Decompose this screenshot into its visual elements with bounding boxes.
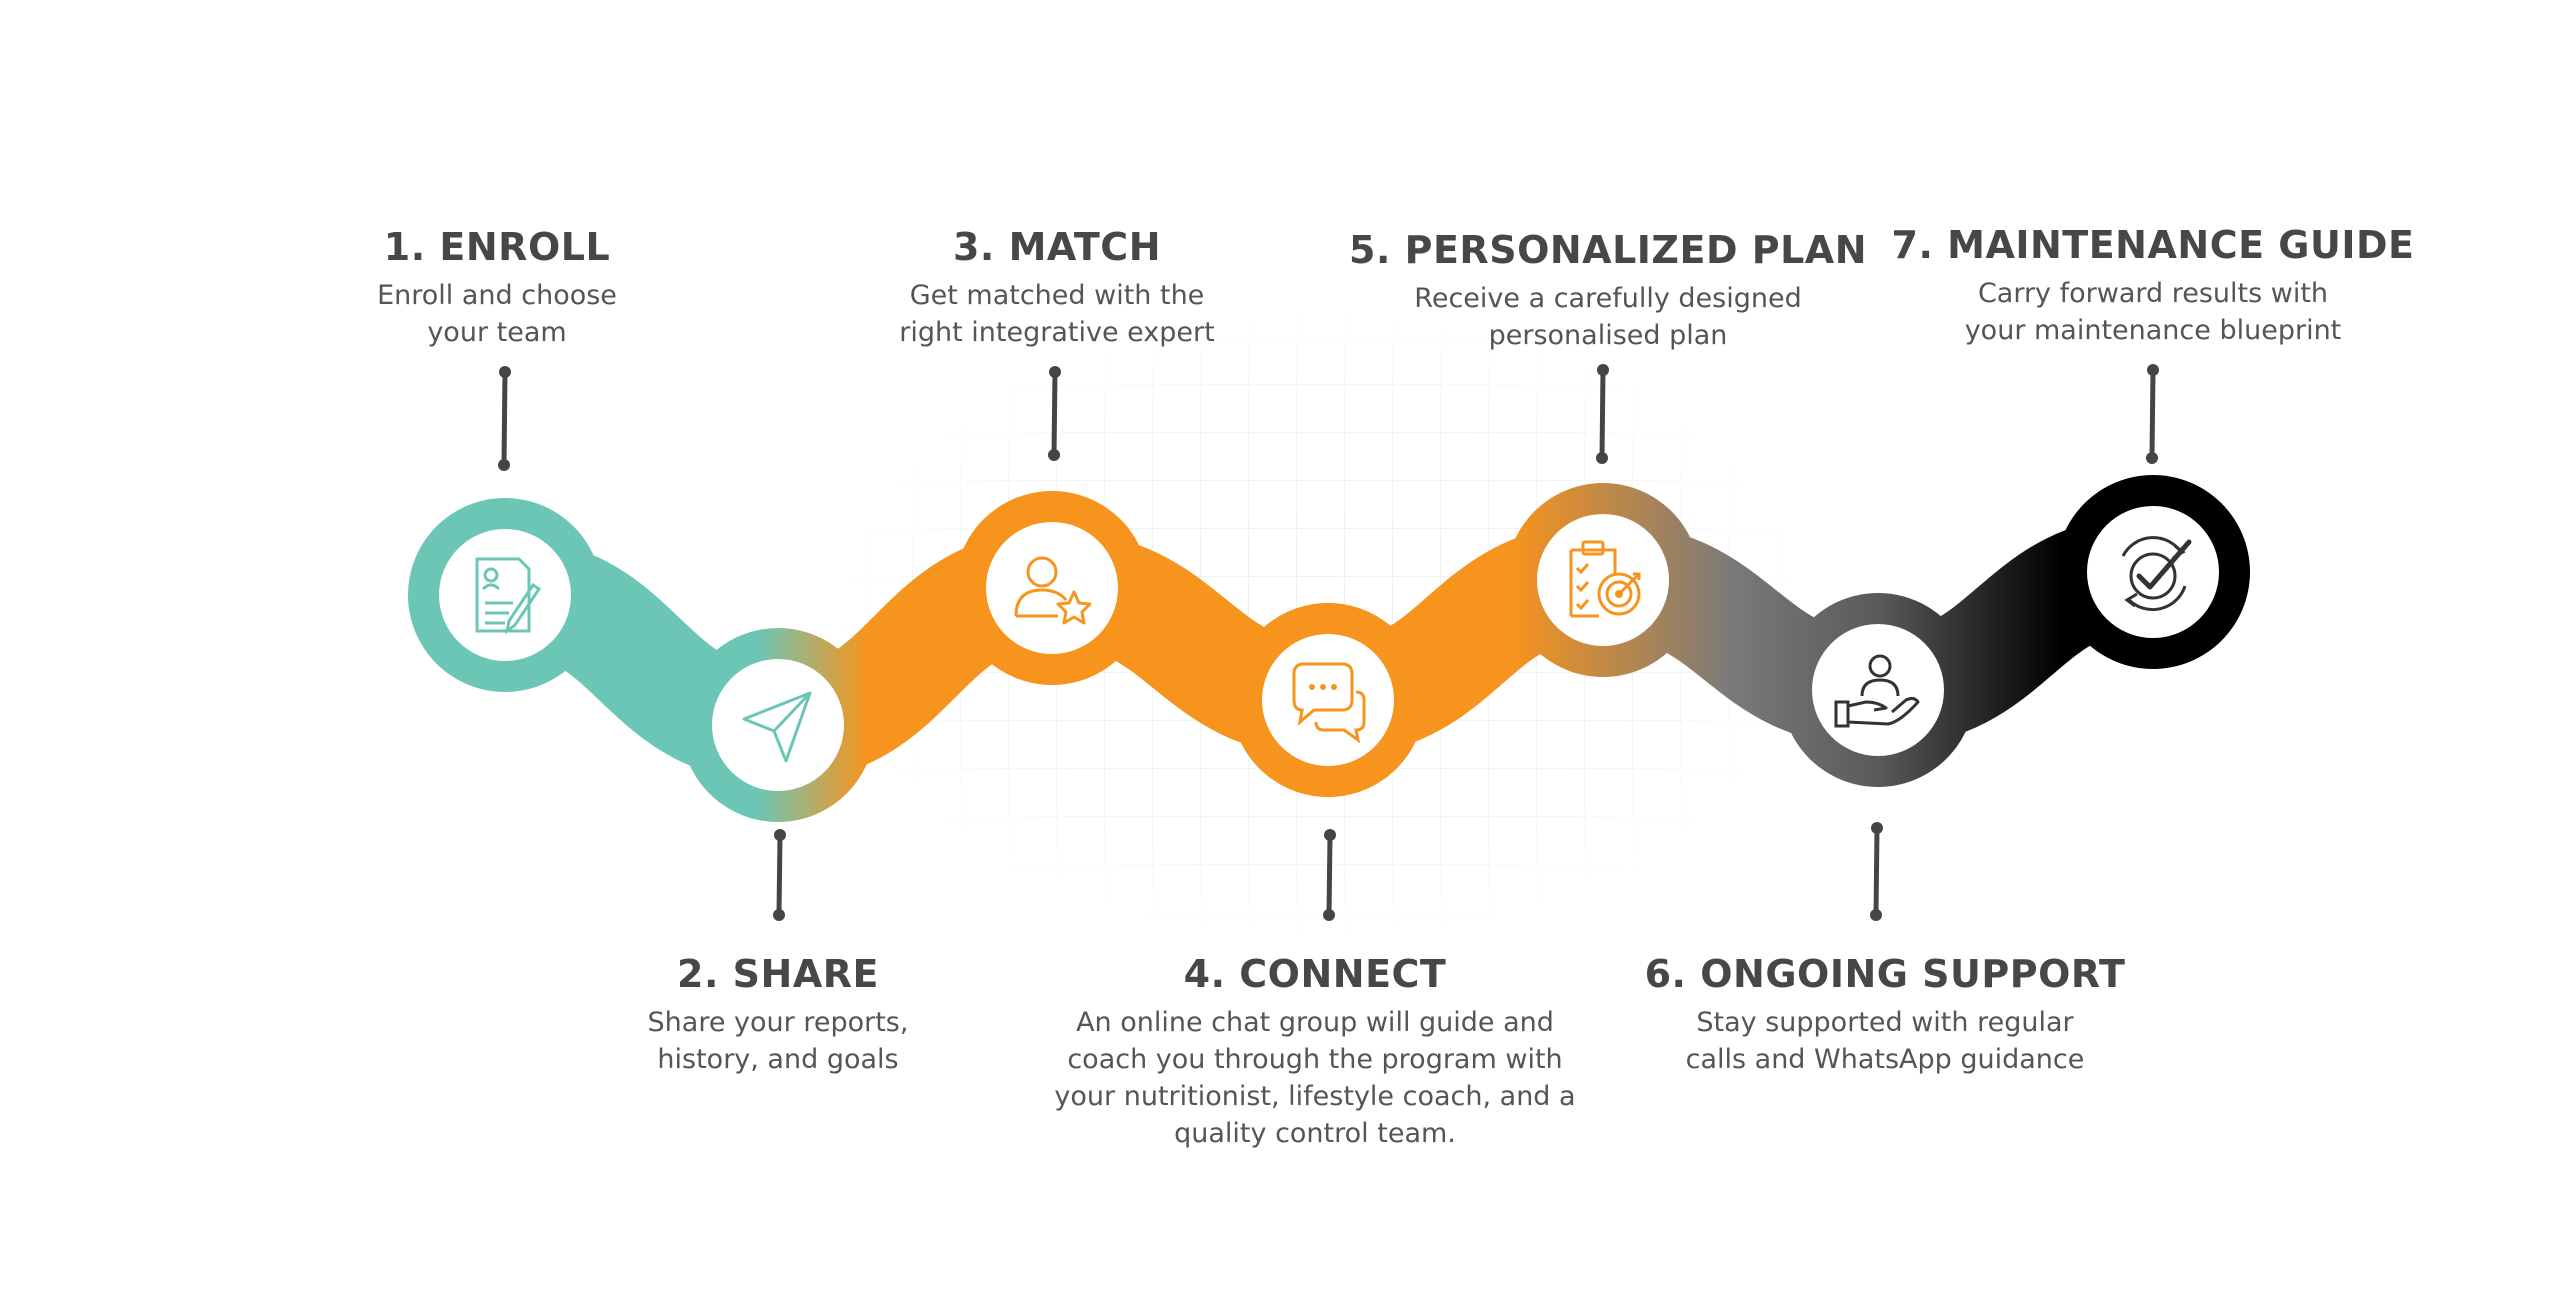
step-4-text: 4. CONNECT An online chat group will guid… (915, 952, 1715, 1152)
step-title-text: CONNECT (1239, 952, 1447, 996)
description-line: history, and goals (657, 1044, 899, 1075)
step-number: 2. (677, 952, 719, 996)
description-line: your team (427, 317, 567, 348)
description-line: your maintenance blueprint (1964, 315, 2342, 346)
description-line: Carry forward results with (1977, 278, 2329, 309)
node-circle (2087, 506, 2219, 638)
step-description: An online chat group will guide and coach… (915, 1004, 1715, 1152)
step-number: 4. (1183, 952, 1226, 996)
hand-person-icon (1834, 654, 1920, 728)
description-line: calls and WhatsApp guidance (1685, 1044, 2085, 1075)
connector-4 (1323, 829, 1336, 921)
description-line: Enroll and choose (377, 280, 617, 311)
description-line: Get matched with the (909, 280, 1205, 311)
connector-2 (773, 829, 786, 921)
step-description: Get matched with the right integrative ex… (657, 277, 1457, 351)
step-node-1 (439, 529, 571, 661)
description-line: Stay supported with regular (1696, 1007, 2074, 1038)
step-title: 2. SHARE (378, 952, 1178, 996)
step-3-text: 3. MATCH Get matched with the right integr… (657, 225, 1457, 351)
step-description: Stay supported with regular calls and Wha… (1485, 1004, 2285, 1078)
step-title: 6. ONGOING SUPPORT (1485, 952, 2285, 996)
form-pencil-icon (475, 557, 542, 635)
connector-6 (1870, 822, 1883, 921)
step-2-text: 2. SHARE Share your reports, history, and … (378, 952, 1178, 1078)
step-number: 6. (1644, 952, 1687, 996)
step-title-text: ONGOING SUPPORT (1700, 952, 2126, 996)
node-circle (439, 529, 571, 661)
step-node-7 (2087, 506, 2219, 638)
step-6-text: 6. ONGOING SUPPORT Stay supported with re… (1485, 952, 2285, 1078)
connector-1 (498, 366, 511, 471)
description-line: An online chat group will guide and (1076, 1007, 1554, 1038)
user-star-icon (1014, 556, 1092, 625)
connector-7 (2146, 364, 2159, 464)
step-number: 1. (383, 225, 426, 269)
connector-5 (1596, 364, 1609, 464)
node-circle (986, 522, 1118, 654)
step-title: 1. ENROLL (97, 225, 897, 269)
description-line: right integrative expert (899, 317, 1215, 348)
step-number: 7. (1891, 223, 1934, 267)
step-5-text: 5. PERSONALIZED PLAN Receive a carefully … (1208, 228, 2008, 354)
step-7-text: 7. MAINTENANCE GUIDE Carry forward result… (1753, 223, 2553, 349)
cycle-check-icon (2121, 536, 2192, 612)
step-title: 4. CONNECT (915, 952, 1715, 996)
step-node-2 (712, 659, 844, 791)
description-line: Share your reports, (647, 1007, 909, 1038)
description-line: your nutritionist, lifestyle coach, and … (1054, 1081, 1576, 1112)
step-title: 3. MATCH (657, 225, 1457, 269)
step-description: Receive a carefully designed personalised… (1208, 280, 2008, 354)
step-description: Carry forward results with your maintenan… (1753, 275, 2553, 349)
step-title-text: PERSONALIZED PLAN (1404, 228, 1867, 272)
paper-plane-icon (742, 691, 812, 763)
step-number: 5. (1349, 228, 1391, 272)
description-line: coach you through the program with (1067, 1044, 1563, 1075)
clipboard-target-icon (1569, 540, 1641, 618)
step-description: Share your reports, history, and goals (378, 1004, 1178, 1078)
step-title: 5. PERSONALIZED PLAN (1208, 228, 2008, 272)
description-line: Receive a carefully designed (1414, 283, 1802, 314)
step-1-text: 1. ENROLL Enroll and choose your team (97, 225, 897, 351)
step-description: Enroll and choose your team (97, 277, 897, 351)
node-circle (1812, 624, 1944, 756)
step-node-5 (1537, 514, 1669, 646)
node-circle (1262, 634, 1394, 766)
step-title: 7. MAINTENANCE GUIDE (1753, 223, 2553, 267)
step-title-text: SHARE (732, 952, 879, 996)
step-title-text: ENROLL (439, 225, 611, 269)
step-title-text: MAINTENANCE GUIDE (1947, 223, 2415, 267)
step-node-4 (1262, 634, 1394, 766)
chat-bubbles-icon (1292, 662, 1366, 744)
description-line: personalised plan (1488, 320, 1728, 351)
step-title-text: MATCH (1008, 225, 1161, 269)
description-line: quality control team. (1174, 1118, 1456, 1149)
step-node-6 (1812, 624, 1944, 756)
step-node-3 (986, 522, 1118, 654)
connector-3 (1048, 366, 1061, 461)
step-number: 3. (952, 225, 995, 269)
